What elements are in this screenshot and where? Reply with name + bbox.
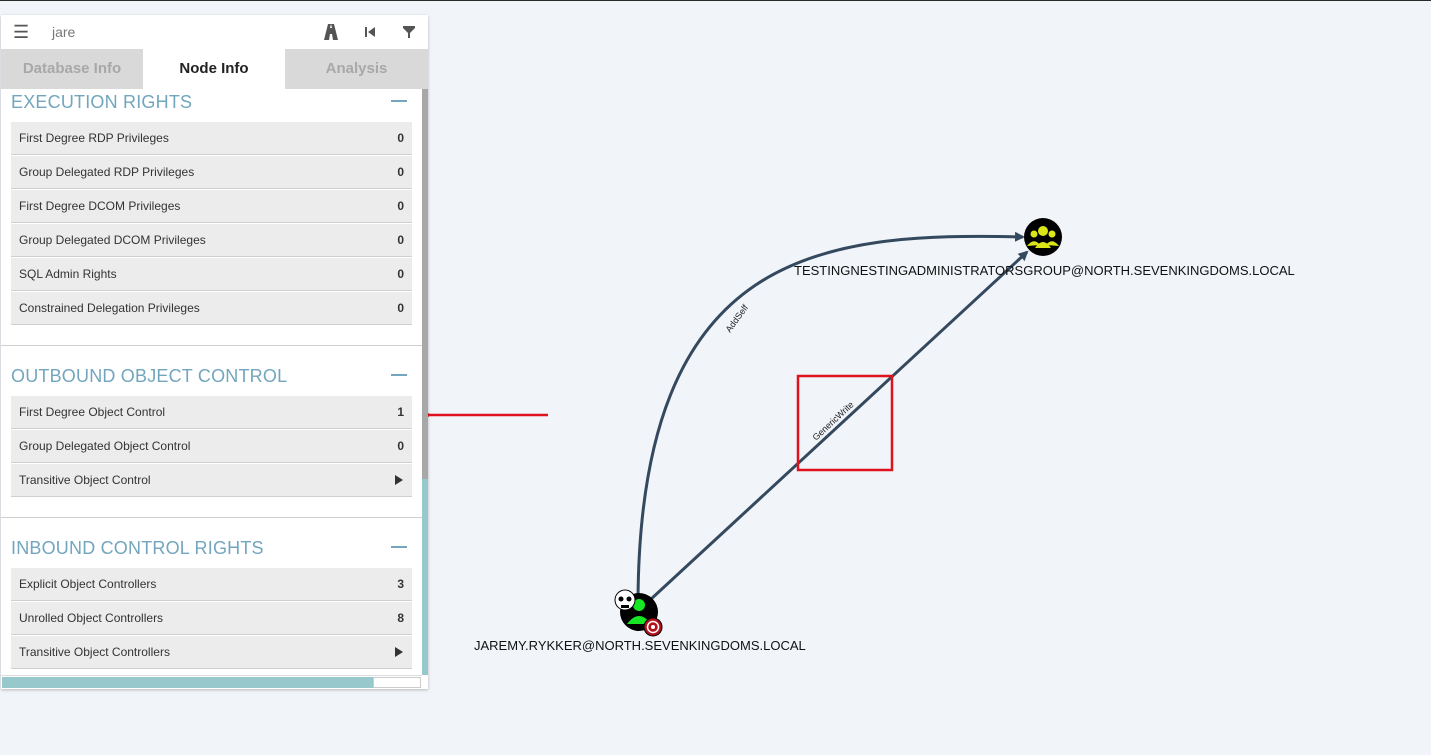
collapse-inbound-icon[interactable] xyxy=(391,546,407,548)
tab-database-info[interactable]: Database Info xyxy=(1,49,143,89)
collapse-execution-icon[interactable] xyxy=(391,100,407,102)
row-first-degree-rdp[interactable]: First Degree RDP Privileges 0 xyxy=(11,122,412,155)
section-title-inbound[interactable]: INBOUND CONTROL RIGHTS xyxy=(11,538,264,558)
hamburger-icon[interactable]: ☰ xyxy=(13,22,30,42)
section-title-execution[interactable]: EXECUTION RIGHTS xyxy=(11,92,193,112)
row-label: Group Delegated Object Control xyxy=(19,439,191,453)
target-icon xyxy=(643,617,663,637)
road-icon[interactable] xyxy=(322,22,340,42)
vertical-scrollbar[interactable] xyxy=(422,89,428,675)
tab-node-info[interactable]: Node Info xyxy=(143,49,285,89)
horizontal-scroll-thumb[interactable] xyxy=(2,677,373,688)
row-value: 0 xyxy=(397,199,404,213)
row-value: 0 xyxy=(397,301,404,315)
row-value: 0 xyxy=(397,267,404,281)
row-constrained-delegation[interactable]: Constrained Delegation Privileges 0 xyxy=(11,292,412,325)
row-value: 1 xyxy=(397,405,404,419)
vertical-scroll-thumb[interactable] xyxy=(422,89,428,479)
row-group-delegated-rdp[interactable]: Group Delegated RDP Privileges 0 xyxy=(11,156,412,189)
filter-icon[interactable] xyxy=(400,22,418,42)
row-value: 0 xyxy=(397,131,404,145)
row-label: First Degree RDP Privileges xyxy=(19,131,169,145)
edge-addself[interactable] xyxy=(636,231,1025,601)
row-label: SQL Admin Rights xyxy=(19,267,117,281)
row-value: 8 xyxy=(397,611,404,625)
group-node[interactable] xyxy=(1024,218,1062,256)
row-first-degree-dcom[interactable]: First Degree DCOM Privileges 0 xyxy=(11,190,412,223)
group-people-icon xyxy=(1027,226,1059,248)
horizontal-scrollbar[interactable] xyxy=(1,675,422,689)
section-divider xyxy=(1,517,422,518)
row-value: 3 xyxy=(397,577,404,591)
window-top-border xyxy=(0,0,1431,1)
row-label: Group Delegated RDP Privileges xyxy=(19,165,195,179)
group-node-label: TESTINGNESTINGADMINISTRATORSGROUP@NORTH.… xyxy=(794,263,1295,278)
row-value: 0 xyxy=(397,439,404,453)
row-transitive-object-controllers[interactable]: Transitive Object Controllers xyxy=(11,636,412,669)
skip-back-icon[interactable] xyxy=(361,22,379,42)
row-value: 0 xyxy=(397,165,404,179)
horizontal-scroll-track-end xyxy=(373,677,421,688)
row-group-delegated-object-control[interactable]: Group Delegated Object Control 0 xyxy=(11,430,412,463)
row-value: 0 xyxy=(397,233,404,247)
row-label: Transitive Object Control xyxy=(19,473,151,487)
row-label: Transitive Object Controllers xyxy=(19,645,170,659)
row-explicit-object-controllers[interactable]: Explicit Object Controllers 3 xyxy=(11,568,412,601)
collapse-outbound-icon[interactable] xyxy=(391,374,407,376)
node-info-panel: ☰ jare Database Info Node Info Analysis … xyxy=(1,15,428,689)
row-label: Group Delegated DCOM Privileges xyxy=(19,233,206,247)
panel-tabs: Database Info Node Info Analysis xyxy=(1,49,428,89)
section-divider xyxy=(1,345,422,346)
highlight-box xyxy=(796,374,894,472)
row-label: Constrained Delegation Privileges xyxy=(19,301,200,315)
expand-arrow-icon xyxy=(395,647,403,657)
row-group-delegated-dcom[interactable]: Group Delegated DCOM Privileges 0 xyxy=(11,224,412,257)
row-unrolled-object-controllers[interactable]: Unrolled Object Controllers 8 xyxy=(11,602,412,635)
tab-analysis[interactable]: Analysis xyxy=(285,49,428,89)
section-title-outbound[interactable]: OUTBOUND OBJECT CONTROL xyxy=(11,366,288,386)
owned-skull-icon xyxy=(614,589,636,611)
row-transitive-object-control[interactable]: Transitive Object Control xyxy=(11,464,412,497)
row-label: First Degree Object Control xyxy=(19,405,166,419)
user-node[interactable] xyxy=(614,589,663,637)
node-info-content: EXECUTION RIGHTS First Degree RDP Privil… xyxy=(1,89,422,675)
edge-label-genericwrite: GenericWrite xyxy=(811,399,856,442)
user-node-label: JAREMY.RYKKER@NORTH.SEVENKINGDOMS.LOCAL xyxy=(474,638,806,653)
expand-arrow-icon xyxy=(395,475,403,485)
edge-genericwrite[interactable] xyxy=(648,250,1029,602)
row-sql-admin[interactable]: SQL Admin Rights 0 xyxy=(11,258,412,291)
row-label: Explicit Object Controllers xyxy=(19,577,157,591)
search-bar: ☰ jare xyxy=(1,15,428,49)
search-input[interactable]: jare xyxy=(52,24,76,40)
row-label: First Degree DCOM Privileges xyxy=(19,199,181,213)
row-first-degree-object-control[interactable]: First Degree Object Control 1 xyxy=(11,396,412,429)
row-label: Unrolled Object Controllers xyxy=(19,611,164,625)
